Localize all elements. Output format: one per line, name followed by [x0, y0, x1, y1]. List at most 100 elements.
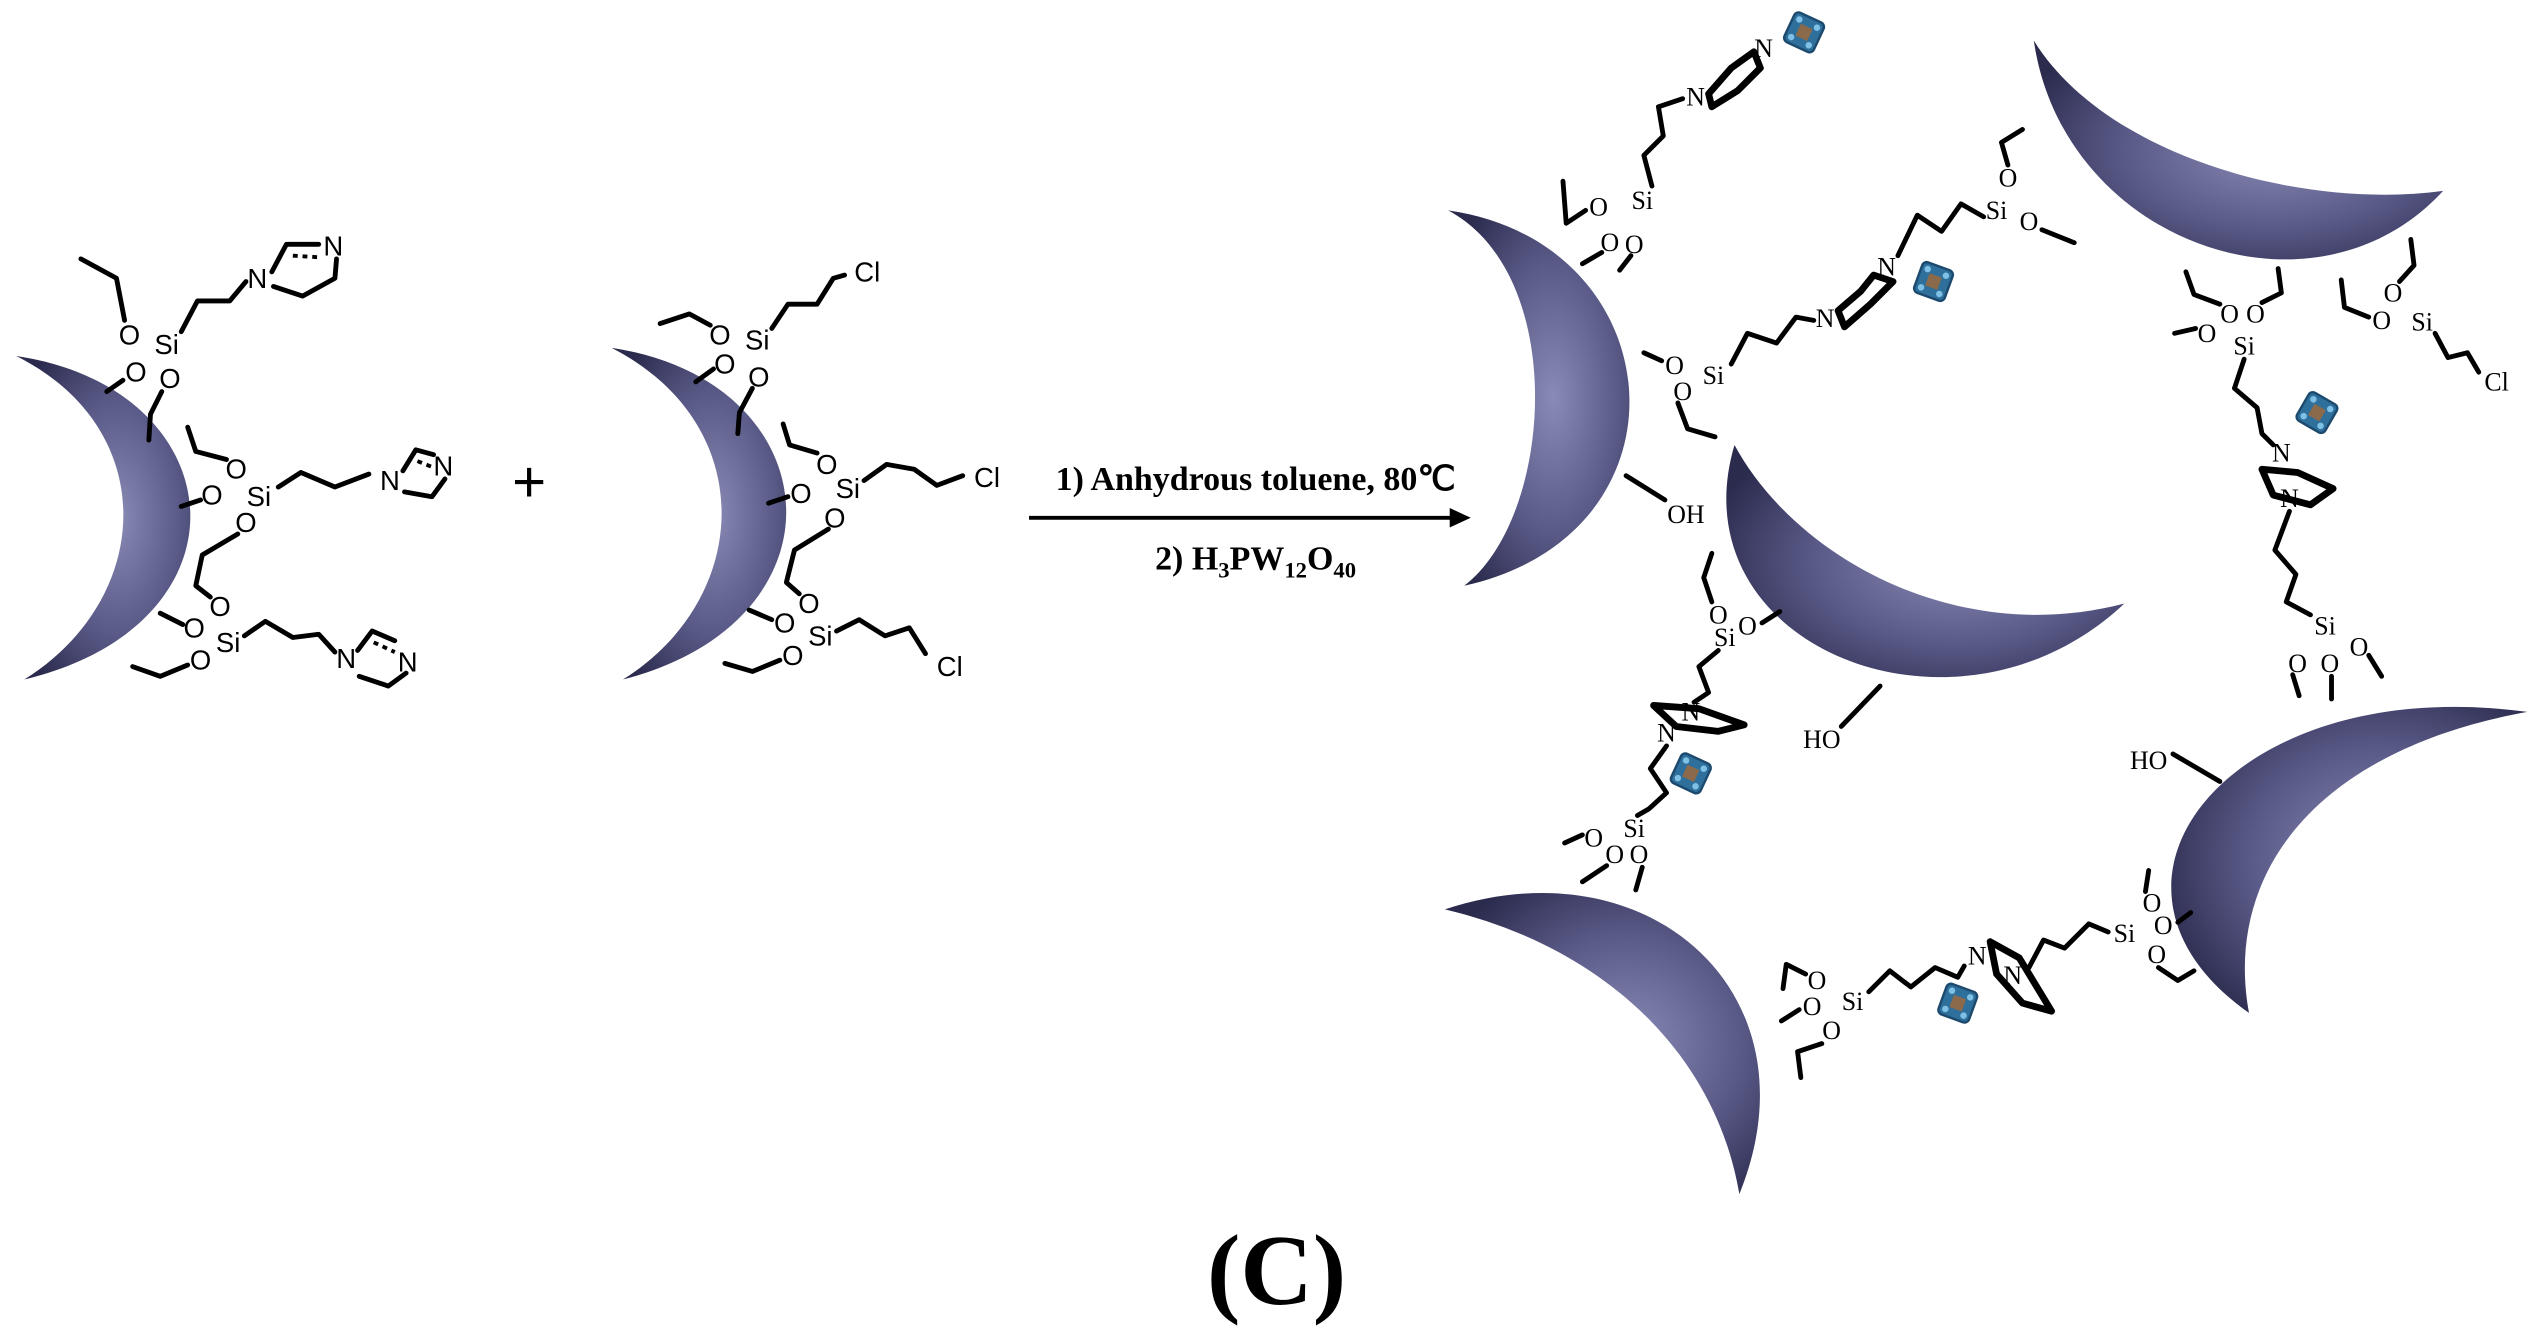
bond-line [2175, 910, 2194, 925]
aromatic-bond-line [372, 640, 396, 654]
bond-line [783, 526, 831, 597]
aromatic-bond-line [292, 253, 319, 260]
silica-particle [2171, 706, 2528, 1013]
bond-line [1623, 473, 1668, 503]
bond-line [104, 377, 126, 394]
atom-label-chlorine: Cl [854, 256, 880, 287]
atom-label-oxygen: O [1738, 612, 1757, 641]
atom-label-oxygen: O [125, 357, 146, 388]
atom-label-silicon: Si [1631, 186, 1653, 215]
bond-line [1641, 350, 1665, 364]
atom-label-oxygen: O [1584, 824, 1603, 853]
bond-line [746, 607, 775, 623]
atom-label-oxygen: O [824, 502, 845, 533]
bond-line [2039, 227, 2077, 246]
atom-label-silicon: Si [808, 620, 832, 651]
imidazolium-ring [1986, 938, 2056, 1015]
bond-line [2290, 672, 2302, 699]
bond-line [2026, 921, 2111, 970]
bond-line [1579, 249, 1605, 267]
atom-label-oxygen: O [714, 349, 735, 380]
bond-line [2143, 868, 2152, 894]
bond-line [1866, 963, 1967, 995]
bond-line [269, 241, 322, 275]
bond-line [178, 497, 204, 509]
bond-line [2272, 508, 2313, 618]
bond-line [693, 366, 716, 385]
hydroxyl-label: HO [2130, 746, 2167, 775]
bond-line [1675, 400, 1718, 440]
condition-2-part-3: O [1307, 541, 1333, 578]
atom-label-oxygen: O [709, 319, 730, 350]
bond-line [1895, 201, 1987, 259]
plus-sign: + [512, 450, 546, 515]
bond-line [861, 461, 966, 488]
atom-label-oxygen: O [2321, 649, 2340, 678]
bond-line [157, 610, 186, 627]
atom-label-oxygen: O [209, 591, 230, 622]
atom-label-oxygen: O [190, 645, 211, 676]
bond-line [1701, 550, 1715, 605]
atom-label-oxygen: O [1673, 377, 1692, 406]
atom-label-oxygen: O [1665, 351, 1684, 380]
bond-line [130, 662, 191, 679]
atom-label-silicon: Si [247, 481, 271, 512]
bond-line [1999, 127, 2025, 168]
atom-label-oxygen: O [798, 588, 819, 619]
condition-2-sub-3: 40 [1333, 558, 1356, 583]
atom-label-nitrogen: N [323, 230, 343, 261]
atom-label-nitrogen: N [1657, 718, 1676, 747]
atom-label-chlorine: Cl [937, 651, 963, 682]
atom-label-oxygen: O [159, 363, 180, 394]
atom-label-nitrogen: N [398, 646, 418, 677]
atom-label-silicon: Si [216, 627, 240, 658]
atom-label-oxygen: O [748, 361, 769, 392]
atom-label-silicon: Si [154, 329, 178, 360]
atom-label-oxygen: O [183, 612, 204, 643]
atom-label-oxygen: O [2198, 319, 2217, 348]
atom-label-silicon: Si [745, 324, 769, 355]
pom-cluster-icon [1669, 752, 1712, 795]
imidazolium-ring [1650, 702, 1748, 735]
atom-label-silicon: Si [1623, 814, 1645, 843]
atom-label-nitrogen: N [1877, 252, 1896, 281]
bond-line [178, 279, 249, 335]
bond-line [2259, 266, 2284, 305]
atom-label-nitrogen: N [380, 465, 400, 496]
bond-line [657, 311, 713, 328]
bond-line [735, 385, 755, 437]
aromatic-bond-line [416, 459, 435, 470]
atom-label-silicon: Si [2314, 612, 2336, 641]
bond-line [193, 531, 241, 600]
atom-label-oxygen: O [1605, 840, 1624, 869]
atom-label-oxygen: O [1822, 1016, 1841, 1045]
bond-line [1560, 178, 1589, 226]
bond-line [1728, 314, 1817, 367]
bond-line [2366, 652, 2385, 679]
bond-line [1634, 743, 1669, 818]
atom-label-oxygen: O [2154, 911, 2173, 940]
bond-line [2183, 269, 2223, 307]
atom-label-nitrogen: N [2003, 961, 2022, 990]
imidazolium-ring [1834, 271, 1897, 331]
atom-label-nitrogen: N [1681, 697, 1700, 726]
atom-label-nitrogen: N [433, 450, 453, 481]
condition-2-sub-2: 12 [1284, 558, 1307, 583]
atom-label-oxygen: O [2384, 278, 2403, 307]
atom-label-oxygen: O [2288, 649, 2307, 678]
atom-label-silicon: Si [1842, 987, 1864, 1016]
atom-label-oxygen: O [2143, 888, 2162, 917]
atom-label-silicon: Si [1703, 361, 1725, 390]
atom-label-silicon: Si [2411, 307, 2433, 336]
atom-label-nitrogen: N [2280, 484, 2299, 513]
bond-line [834, 617, 928, 657]
reaction-arrow-group: 1) Anhydrous toluene, 80℃ 2) H3PW12O40 [1029, 461, 1471, 583]
bond-line [1838, 683, 1883, 729]
atom-label-silicon: Si [2114, 919, 2136, 948]
atom-label-nitrogen: N [2272, 439, 2291, 468]
bond-line [769, 272, 848, 331]
atom-label-oxygen: O [2147, 940, 2166, 969]
atom-label-oxygen: O [235, 507, 256, 538]
